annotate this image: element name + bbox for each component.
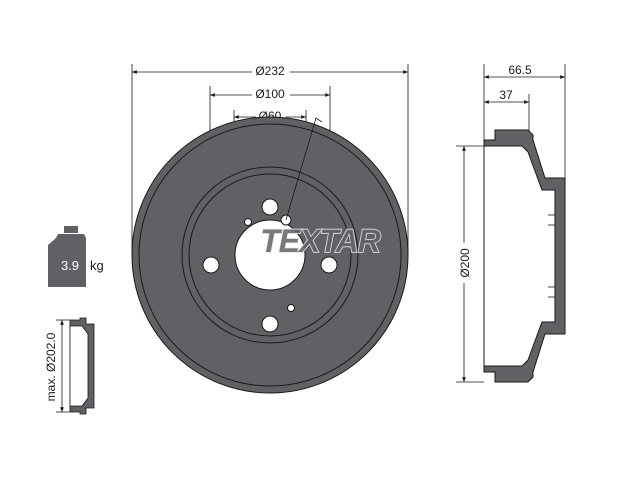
- front-view: Ø232 Ø100 Ø60 TEXTAR: [131, 63, 409, 394]
- drum-inner-ring-inner: [188, 173, 352, 337]
- locating-hole-upper: [244, 218, 252, 226]
- side-view: 66.5 37 Ø200: [456, 63, 566, 383]
- drum-inner-ring-outer: [181, 166, 359, 344]
- weight-icon: [48, 226, 86, 287]
- dim-label-pcd: Ø100: [255, 87, 285, 101]
- dim-label-inner-diameter: Ø200: [458, 248, 472, 278]
- bolt-hole-right: [320, 256, 338, 274]
- weight-unit: kg: [90, 258, 104, 273]
- dim-label-bg: [252, 86, 290, 100]
- bolt-hole-top: [261, 198, 279, 216]
- brand-logo: TEXTAR: [260, 223, 381, 259]
- drum-side-cavity: [483, 145, 556, 367]
- bolt-hole-bottom: [261, 315, 279, 333]
- dim-label-outer-diameter: Ø232: [255, 64, 285, 78]
- weight-value: 3.9: [61, 258, 79, 273]
- dim-label-total-width: 66.5: [508, 63, 532, 77]
- bolt-hole-left: [202, 256, 220, 274]
- dim-label-bg: [456, 243, 472, 283]
- center-bore: [234, 219, 306, 291]
- wear-limit-label: max. Ø202.0: [44, 332, 58, 401]
- dim-label-inner-width: 37: [499, 88, 513, 102]
- dim-label-bg: [252, 63, 290, 77]
- drum-profile-icon-cavity: [69, 325, 89, 407]
- wear-limit-indicator: max. Ø202.0: [43, 317, 95, 415]
- drum-rim-ring: [138, 123, 402, 387]
- leader-line-adjuster: [285, 117, 323, 221]
- weight-icon-body: [48, 234, 86, 287]
- weight-indicator: 3.9 kg: [48, 226, 104, 287]
- weight-icon-handle: [64, 226, 78, 233]
- dim-label-bg: [43, 325, 59, 409]
- locating-hole-lower: [287, 304, 295, 312]
